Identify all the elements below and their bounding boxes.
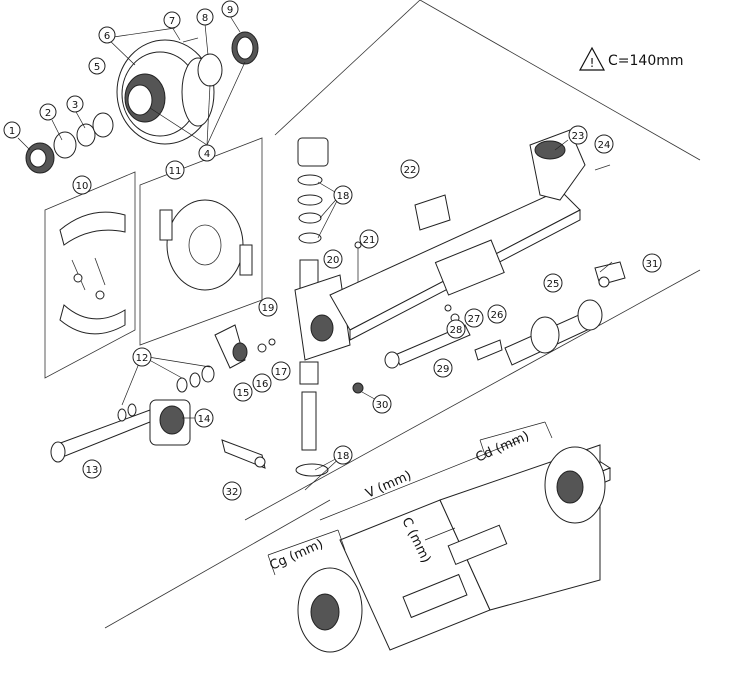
- warning-triangle-icon: !: [578, 46, 606, 71]
- callout-4: 4: [198, 144, 216, 162]
- callout-18: 18: [333, 185, 353, 205]
- top-bracket: [529, 129, 611, 201]
- callout-3: 3: [66, 95, 84, 113]
- svg-text:11: 11: [169, 166, 182, 177]
- callout-7: 7: [163, 11, 181, 29]
- svg-text:4: 4: [204, 149, 210, 160]
- svg-text:14: 14: [198, 414, 211, 425]
- callout-30: 30: [372, 394, 392, 414]
- svg-text:27: 27: [468, 314, 481, 325]
- hub-drum-assembly: [116, 39, 215, 145]
- frame-lines: [104, 0, 701, 629]
- callout-18-lower: 18: [333, 445, 353, 465]
- callout-24: 24: [594, 134, 614, 154]
- svg-text:13: 13: [86, 465, 99, 476]
- svg-text:17: 17: [275, 367, 288, 378]
- callout-28: 28: [446, 319, 466, 339]
- tie-rod-bits: [354, 194, 451, 282]
- svg-text:28: 28: [450, 325, 463, 336]
- lever-arm: [221, 439, 266, 469]
- svg-text:16: 16: [256, 379, 269, 390]
- svg-text:!: !: [590, 56, 595, 70]
- svg-text:21: 21: [363, 235, 376, 246]
- svg-text:25: 25: [547, 279, 560, 290]
- assembled-axle: [297, 444, 612, 653]
- dim-cg: Cg (mm): [268, 537, 326, 574]
- callout-9: 9: [221, 0, 239, 18]
- callout-22: 22: [400, 159, 420, 179]
- callouts: 1 2 3 4 5 6 7 8 9 10 11 12 13 14 15 16 1…: [3, 0, 662, 501]
- svg-text:18: 18: [337, 451, 350, 462]
- callout-11: 11: [165, 160, 185, 180]
- warning-text: C=140mm: [608, 53, 684, 69]
- backing-plate: [159, 199, 253, 291]
- svg-text:2: 2: [45, 108, 51, 119]
- callout-16: 16: [252, 373, 272, 393]
- callout-1: 1: [3, 121, 21, 139]
- nut-30: [352, 382, 364, 394]
- callout-26: 26: [487, 304, 507, 324]
- svg-text:7: 7: [169, 16, 175, 27]
- svg-text:29: 29: [437, 364, 450, 375]
- callout-13: 13: [82, 459, 102, 479]
- svg-text:20: 20: [327, 255, 340, 266]
- svg-text:26: 26: [491, 310, 504, 321]
- svg-text:22: 22: [404, 165, 417, 176]
- callout-32: 32: [222, 481, 242, 501]
- callout-21: 21: [359, 229, 379, 249]
- callout-14: 14: [194, 408, 214, 428]
- slack-adjuster: [214, 324, 276, 369]
- hub-cap-parts: [25, 112, 114, 174]
- leader-lines: [17, 15, 613, 491]
- svg-text:32: 32: [226, 487, 239, 498]
- callout-20: 20: [323, 249, 343, 269]
- callout-31: 31: [642, 253, 662, 273]
- callout-19: 19: [258, 297, 278, 317]
- callout-17: 17: [271, 361, 291, 381]
- drive-shaft: [504, 299, 603, 366]
- callout-29: 29: [433, 358, 453, 378]
- callout-27: 27: [464, 308, 484, 328]
- svg-text:23: 23: [572, 131, 585, 142]
- svg-text:10: 10: [76, 181, 89, 192]
- dim-v: V (mm): [364, 468, 414, 501]
- svg-text:31: 31: [646, 259, 659, 270]
- svg-text:8: 8: [202, 13, 208, 24]
- svg-text:9: 9: [227, 5, 233, 16]
- warning-note: ! C=140mm: [578, 46, 684, 71]
- brake-shoe-panel: [44, 171, 136, 379]
- svg-text:19: 19: [262, 303, 275, 314]
- svg-text:1: 1: [9, 126, 15, 137]
- svg-text:18: 18: [337, 191, 350, 202]
- svg-text:12: 12: [136, 353, 149, 364]
- callout-23: 23: [568, 125, 588, 145]
- lever-31: [594, 261, 626, 288]
- dimension-lines: [267, 421, 553, 576]
- callout-15: 15: [233, 382, 253, 402]
- callout-12: 12: [132, 347, 152, 367]
- callout-2: 2: [39, 103, 57, 121]
- callout-10: 10: [72, 175, 92, 195]
- camshaft-bracket: [50, 399, 191, 463]
- axle-beam: [329, 189, 581, 341]
- svg-text:6: 6: [104, 31, 110, 42]
- washer-set: [117, 365, 215, 422]
- steering-knuckle: [294, 274, 351, 361]
- svg-text:30: 30: [376, 400, 389, 411]
- svg-text:5: 5: [94, 62, 100, 73]
- svg-text:24: 24: [598, 140, 611, 151]
- svg-text:15: 15: [237, 388, 250, 399]
- dim-cd: Cd (mm): [474, 429, 532, 466]
- callout-5: 5: [88, 57, 106, 75]
- callout-8: 8: [196, 8, 214, 26]
- callout-25: 25: [543, 273, 563, 293]
- brake-shoes: [59, 211, 126, 335]
- svg-text:3: 3: [72, 100, 78, 111]
- callout-6: 6: [98, 26, 116, 44]
